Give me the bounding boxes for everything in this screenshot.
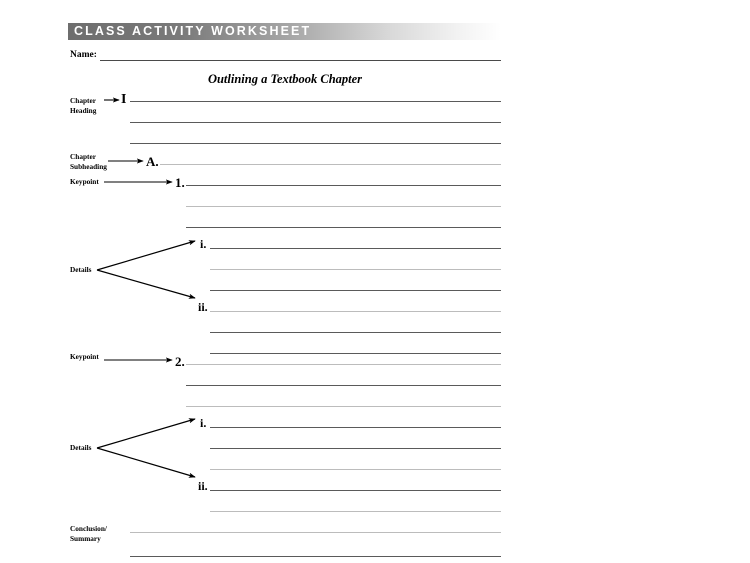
worksheet-banner-title: CLASS ACTIVITY WORKSHEET [74, 24, 312, 38]
writing-line[interactable] [210, 511, 501, 512]
writing-line[interactable] [210, 332, 501, 333]
writing-line[interactable] [160, 164, 501, 165]
writing-line[interactable] [186, 227, 501, 228]
marker-chapter-heading: I [121, 92, 127, 107]
writing-line[interactable] [210, 490, 501, 491]
arrow-details-two-lower [96, 447, 196, 478]
marker-detail-two-a: i. [200, 416, 207, 430]
writing-line[interactable] [186, 406, 501, 407]
writing-line[interactable] [130, 101, 501, 102]
arrow-details-two-upper [96, 418, 196, 449]
label-details-one: Details [70, 265, 92, 274]
name-label: Name: [70, 50, 97, 60]
writing-line[interactable] [186, 385, 501, 386]
arrow-details-one-upper [96, 240, 196, 271]
writing-line[interactable] [130, 122, 501, 123]
label-chapter-subheading: Chapter Subheading [70, 152, 107, 171]
marker-chapter-subheading: A. [146, 154, 159, 169]
marker-detail-one-a: i. [200, 237, 207, 251]
writing-line[interactable] [210, 469, 501, 470]
header-banner [68, 23, 501, 40]
writing-line[interactable] [130, 556, 501, 557]
marker-keypoint-two: 2. [175, 354, 185, 369]
label-conclusion-summary: Conclusion/ Summary [70, 524, 107, 543]
label-details-two: Details [70, 443, 92, 452]
writing-line[interactable] [186, 206, 501, 207]
writing-line[interactable] [130, 143, 501, 144]
writing-line[interactable] [210, 448, 501, 449]
writing-line[interactable] [186, 364, 501, 365]
page-title: Outlining a Textbook Chapter [207, 72, 363, 86]
writing-line[interactable] [186, 185, 501, 186]
marker-detail-two-b: ii. [198, 479, 208, 493]
writing-line[interactable] [130, 532, 501, 533]
writing-line[interactable] [210, 353, 501, 354]
arrow-details-one-lower [96, 269, 196, 299]
writing-line[interactable] [210, 427, 501, 428]
label-keypoint-two: Keypoint [70, 352, 99, 361]
writing-line[interactable] [210, 311, 501, 312]
writing-line[interactable] [210, 248, 501, 249]
marker-detail-one-b: ii. [198, 300, 208, 314]
name-input-line[interactable] [100, 60, 501, 61]
writing-line[interactable] [210, 290, 501, 291]
label-keypoint-one: Keypoint [70, 177, 99, 186]
label-chapter-heading: Chapter Heading [70, 96, 97, 115]
marker-keypoint-one: 1. [175, 175, 185, 190]
writing-line[interactable] [210, 269, 501, 270]
